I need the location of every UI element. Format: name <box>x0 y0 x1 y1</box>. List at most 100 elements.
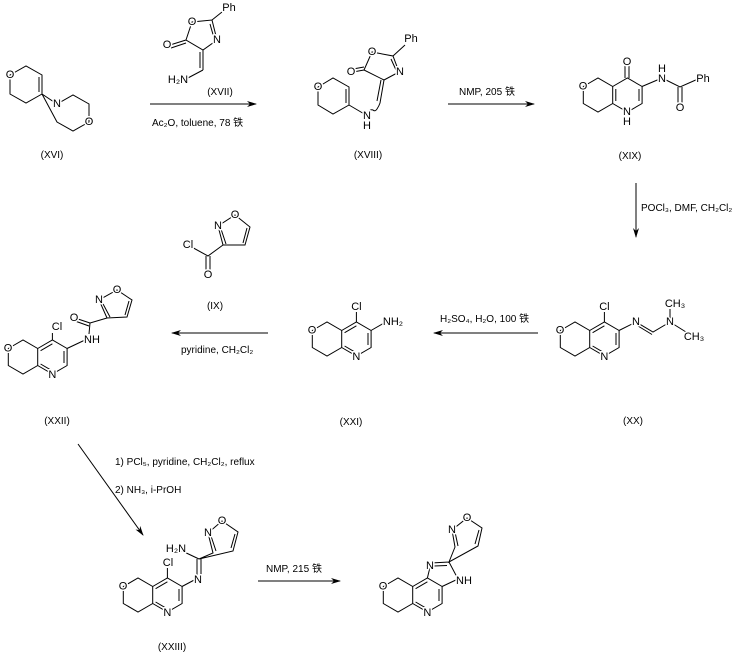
xx-bonds <box>603 309 687 335</box>
compound-label-ix: (IX) <box>207 301 223 312</box>
compound-xxi: O N Cl NH₂ (XXI) <box>306 300 404 429</box>
xxiii-bonds <box>166 520 239 587</box>
conditions-label: NMP, 215 铁 <box>266 562 322 575</box>
atom-n: N <box>163 607 171 619</box>
imidazole-nh: NH <box>456 575 472 587</box>
methyl-group: CH₃ <box>665 298 685 310</box>
atom-o: O <box>204 269 213 281</box>
compound-label-xxii: (XXII) <box>44 416 70 427</box>
atom-h: H <box>363 120 371 132</box>
atom-o: O <box>113 284 122 296</box>
reaction-step-6: 1) PCl₅, pyridine, CH₂Cl₂, reflux 2) NH₃… <box>77 443 255 536</box>
atom-n: N <box>363 110 371 122</box>
atom-o: O <box>70 312 79 324</box>
atom-n: N <box>658 73 666 85</box>
product-bonds <box>426 517 483 587</box>
atom-o: O <box>368 46 377 58</box>
compound-product: O N N NH N O <box>377 511 483 621</box>
reaction-arrow <box>77 443 144 536</box>
atom-o: O <box>218 515 227 527</box>
reaction-step-1: (XVII) Ac₂O, toluene, 78 铁 <box>150 87 257 129</box>
xxii-bonds <box>51 289 133 349</box>
atom-n: N <box>623 106 631 118</box>
amino-group: H₂N <box>166 543 186 555</box>
atom-n: N <box>423 607 431 619</box>
atom-o: O <box>556 325 565 337</box>
chloro-group: Cl <box>163 557 173 569</box>
chloro-group: Cl <box>183 239 193 251</box>
compound-label-xviii: (XVIII) <box>354 150 382 161</box>
atom-o: O <box>231 209 240 221</box>
atom-n: N <box>204 527 212 539</box>
xix-bonds <box>624 66 699 105</box>
amino-group: H₂N <box>168 74 188 86</box>
reaction-step-7: NMP, 215 铁 <box>258 562 341 584</box>
xxi-bonds <box>355 312 385 331</box>
atom-n: N <box>632 316 640 328</box>
atom-n: N <box>194 574 202 586</box>
compound-label-xix: (XIX) <box>619 151 642 162</box>
atom-o: O <box>314 81 323 93</box>
compound-label-xxi: (XXI) <box>340 417 363 428</box>
reagent-label: (XVII) <box>207 87 233 98</box>
compound-label-xx: (XX) <box>623 416 643 427</box>
conditions-label: Ac₂O, toluene, 78 铁 <box>152 116 243 129</box>
atom-n: N <box>53 98 61 110</box>
atom-n: N <box>448 524 456 536</box>
atom-o: O <box>347 66 356 78</box>
xvii-bonds <box>169 11 223 80</box>
atom-n: N <box>48 369 56 381</box>
phenyl-group: Ph <box>696 73 709 85</box>
compound-label-xxiii: (XXIII) <box>158 642 186 653</box>
atom-o: O <box>676 102 685 114</box>
conditions-label: POCl₃, DMF, CH₂Cl₂ <box>641 203 732 214</box>
atom-n: N <box>214 220 222 232</box>
chloro-group: Cl <box>351 301 361 313</box>
compound-xix: O O N H N H O Ph (XIX) <box>577 55 711 163</box>
reaction-step-2: NMP, 205 铁 <box>448 85 535 107</box>
atom-o: O <box>379 581 388 593</box>
reaction-step-3: POCl₃, DMF, CH₂Cl₂ <box>633 183 732 238</box>
compound-xxii: O N Cl NH O N O (XXII) <box>2 283 133 427</box>
conditions-label-1: 1) PCl₅, pyridine, CH₂Cl₂, reflux <box>115 457 255 468</box>
xvi-bonds <box>9 65 90 132</box>
atom-o: O <box>6 69 15 81</box>
atom-n: N <box>352 351 360 363</box>
methyl-group: CH₃ <box>684 331 704 343</box>
atom-o: O <box>463 512 472 524</box>
atom-n: N <box>396 66 404 78</box>
compound-label-xvi: (XVI) <box>41 150 64 161</box>
conditions-label: H₂SO₄, H₂O, 100 铁 <box>440 312 529 325</box>
conditions-label: pyridine, CH₂Cl₂ <box>181 345 253 356</box>
atom-h: H <box>658 63 666 75</box>
atom-o: O <box>623 56 632 68</box>
atom-n: N <box>600 351 608 363</box>
phenyl-group: Ph <box>404 33 417 45</box>
atom-n: N <box>213 34 221 46</box>
amide-nh: NH <box>84 334 100 346</box>
atom-o: O <box>85 116 94 128</box>
atom-h: H <box>623 116 631 128</box>
conditions-label-2: 2) NH₃, i-PrOH <box>115 485 181 496</box>
compound-xviii: O N H O O N Ph (XVIII) <box>312 32 419 162</box>
reaction-step-5: pyridine, CH₂Cl₂ <box>171 330 268 356</box>
atom-o: O <box>188 16 197 28</box>
chloro-group: Cl <box>52 321 62 333</box>
compound-ix: Cl O N O (IX) <box>181 208 251 312</box>
conditions-label: NMP, 205 铁 <box>459 85 515 98</box>
amino-group: NH₂ <box>383 316 403 328</box>
atom-o: O <box>119 581 128 593</box>
compound-xvii: O O N Ph H₂N <box>161 1 237 88</box>
phenyl-group: Ph <box>222 2 235 14</box>
compound-xvi: O N O (XVI) <box>4 65 95 161</box>
atom-o: O <box>163 39 172 51</box>
atom-n: N <box>95 294 103 306</box>
xviii-bonds <box>317 44 406 116</box>
atom-o: O <box>308 325 317 337</box>
chloro-group: Cl <box>599 301 609 313</box>
atom-n: N <box>426 560 434 572</box>
compound-xxiii: O N Cl N H₂N N O (XXIII) <box>117 514 239 653</box>
atom-o: O <box>4 343 13 355</box>
